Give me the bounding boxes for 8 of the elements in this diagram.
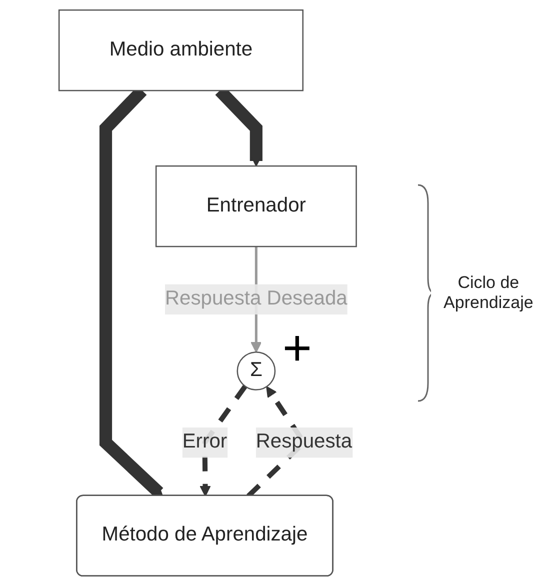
group-label: Ciclo de Aprendizaje	[442, 273, 534, 313]
edge-label: Respuesta Deseada	[165, 288, 348, 310]
node-box: Medio ambiente	[58, 9, 304, 92]
sign-label: +	[282, 318, 312, 376]
node-box: Entrenador	[156, 165, 358, 248]
node-circle: Σ	[237, 352, 276, 390]
edge-label: Error	[182, 431, 228, 453]
edge-label: Respuesta	[256, 431, 352, 453]
